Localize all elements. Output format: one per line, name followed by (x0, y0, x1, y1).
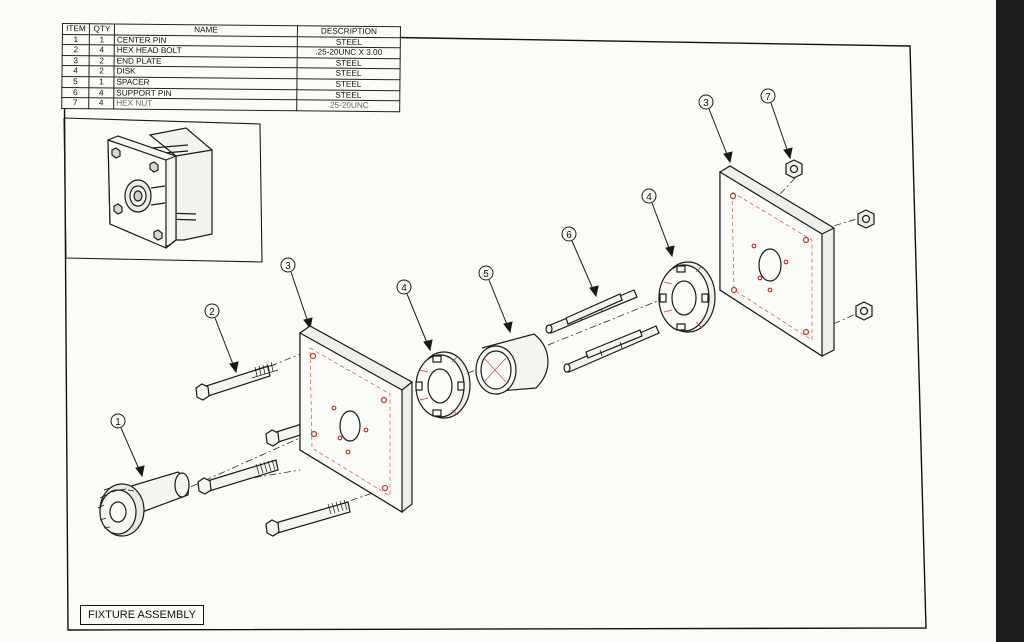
spacer-part (475, 333, 549, 395)
drawing-frame (63, 31, 927, 631)
disk-right-part (658, 261, 716, 333)
balloon-support-pin: 6 (566, 230, 572, 241)
balloon-spacer: 5 (483, 269, 489, 280)
balloon-center-pin: 1 (115, 417, 121, 428)
callout-balloons (110, 88, 793, 478)
center-pin-part (97, 471, 190, 537)
balloon-disk-left: 4 (401, 283, 407, 294)
balloon-end-plate-right: 3 (703, 98, 709, 109)
assembled-view-inset (63, 117, 263, 263)
hex-nut-parts (785, 159, 875, 321)
disk-left-part (415, 351, 471, 419)
balloon-hex-nut: 7 (765, 92, 771, 103)
scan-edge (996, 0, 1024, 642)
balloon-disk-right: 4 (646, 192, 652, 203)
balloon-end-plate-left: 3 (285, 261, 291, 272)
end-plate-left-part (299, 325, 413, 514)
end-plate-right-part (719, 165, 835, 358)
exploded-assembly-drawing: 1 2 3 4 5 6 4 3 7 (63, 88, 875, 537)
drawing-title: FIXTURE ASSEMBLY (80, 605, 204, 625)
balloon-hex-bolt: 2 (209, 307, 215, 318)
support-pin-parts (545, 289, 660, 373)
